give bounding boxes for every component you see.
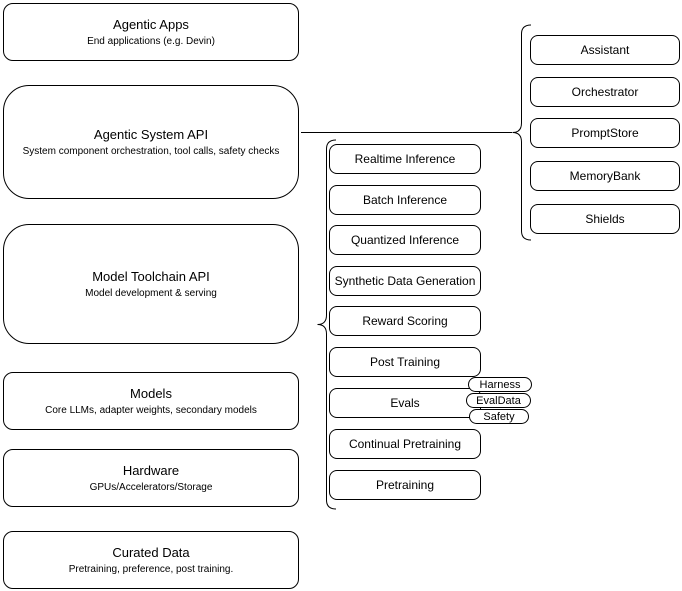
system-api-item-memorybank: MemoryBank [530, 161, 680, 191]
system-api-item-assistant: Assistant [530, 35, 680, 65]
system-api-item-promptstore: PromptStore [530, 118, 680, 148]
toolchain-item-quantized-inference: Quantized Inference [329, 225, 481, 255]
evals-tag-label: Safety [483, 410, 515, 423]
node-subtitle: Pretraining, preference, post training. [68, 563, 234, 575]
evals-tag-safety: Safety [469, 409, 529, 424]
node-title: Curated Data [112, 544, 190, 560]
evals-tag-evaldata: EvalData [466, 393, 531, 408]
system-api-item-label: Assistant [580, 43, 630, 57]
toolchain-item-label: Pretraining [375, 478, 435, 492]
evals-tag-harness: Harness [468, 377, 532, 392]
toolchain-item-realtime-inference: Realtime Inference [329, 144, 481, 174]
toolchain-item-label: Synthetic Data Generation [334, 274, 476, 288]
system-api-item-orchestrator: Orchestrator [530, 77, 680, 107]
node-subtitle: End applications (e.g. Devin) [87, 35, 215, 47]
toolchain-item-synthetic-data-generation: Synthetic Data Generation [329, 266, 481, 296]
toolchain-item-label: Post Training [369, 355, 441, 369]
node-subtitle: GPUs/Accelerators/Storage [89, 481, 213, 493]
node-subtitle: Model development & serving [85, 287, 217, 299]
toolchain-item-label: Batch Inference [362, 193, 448, 207]
system-api-item-shields: Shields [530, 204, 680, 234]
toolchain-item-batch-inference: Batch Inference [329, 185, 481, 215]
evals-tag-label: Harness [479, 378, 521, 391]
node-title: Hardware [122, 462, 180, 478]
node-title: Agentic System API [93, 126, 209, 142]
node-title: Model Toolchain API [92, 268, 210, 284]
node-subtitle: Core LLMs, adapter weights, secondary mo… [45, 404, 257, 416]
toolchain-item-pretraining: Pretraining [329, 470, 481, 500]
evals-tag-label: EvalData [476, 394, 521, 407]
system-api-item-label: MemoryBank [569, 169, 641, 183]
node-hardware: Hardware GPUs/Accelerators/Storage [3, 449, 299, 507]
toolchain-item-continual-pretraining: Continual Pretraining [329, 429, 481, 459]
system-api-item-label: PromptStore [571, 126, 639, 140]
node-title: Agentic Apps [113, 16, 189, 32]
toolchain-item-reward-scoring: Reward Scoring [329, 306, 481, 336]
node-title: Models [130, 385, 172, 401]
toolchain-item-label: Evals [390, 396, 420, 410]
toolchain-item-label: Quantized Inference [350, 233, 460, 247]
toolchain-item-label: Reward Scoring [362, 314, 448, 328]
system-api-brace [512, 24, 532, 241]
node-models: Models Core LLMs, adapter weights, secon… [3, 372, 299, 430]
system-api-item-label: Shields [585, 212, 625, 226]
node-curated-data: Curated Data Pretraining, preference, po… [3, 531, 299, 589]
node-agentic-apps: Agentic Apps End applications (e.g. Devi… [3, 3, 299, 61]
toolchain-item-evals: Evals [329, 388, 481, 418]
system-api-item-label: Orchestrator [571, 85, 639, 99]
node-subtitle: System component orchestration, tool cal… [22, 145, 280, 157]
toolchain-item-label: Realtime Inference [354, 152, 456, 166]
node-model-toolchain-api: Model Toolchain API Model development & … [3, 224, 299, 344]
toolchain-item-post-training: Post Training [329, 347, 481, 377]
node-agentic-system-api: Agentic System API System component orch… [3, 85, 299, 199]
toolchain-item-label: Continual Pretraining [348, 437, 462, 451]
